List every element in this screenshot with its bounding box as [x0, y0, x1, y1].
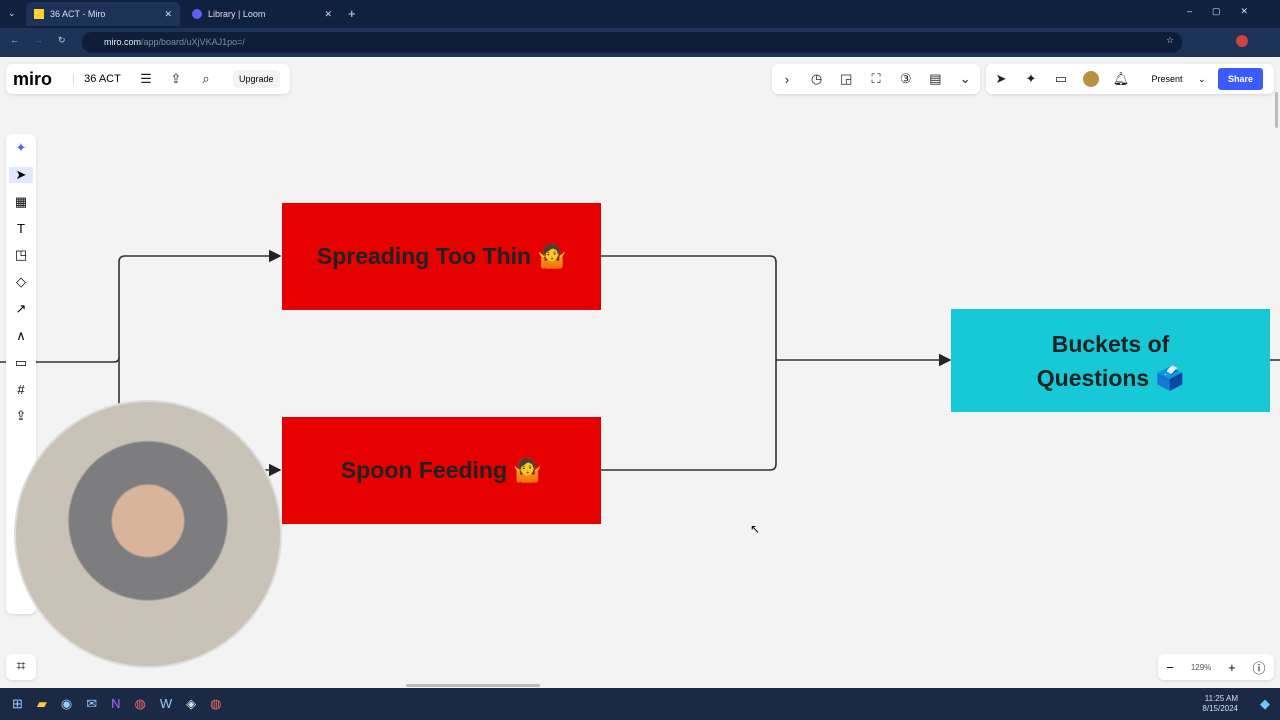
forward-icon[interactable]: →: [34, 35, 43, 45]
sticky-spoon-feeding[interactable]: Spoon Feeding 🤷: [282, 417, 601, 524]
top-left-toolbar: miro 36 ACT ☰ ⇪ ⌕ Upgrade: [6, 64, 290, 94]
board-name[interactable]: 36 ACT: [73, 73, 131, 85]
close-icon[interactable]: ✕: [164, 8, 172, 19]
comment-icon[interactable]: ▭: [14, 355, 28, 370]
frames-panel-button[interactable]: ⌗: [6, 654, 36, 680]
chevron-right-icon[interactable]: ›: [784, 71, 790, 87]
chevron-down-double-icon[interactable]: ⌄: [959, 71, 971, 86]
browser-tab-bar: ⌄ 36 ACT - Miro ✕ Library | Loom ✕ + –▢✕: [0, 0, 1280, 28]
frame-icon[interactable]: #: [17, 382, 25, 397]
mouse-cursor-icon: ↖: [750, 522, 761, 536]
back-icon[interactable]: ←: [10, 35, 19, 45]
word-icon[interactable]: W: [159, 696, 173, 711]
tab-miro[interactable]: 36 ACT - Miro ✕: [26, 2, 180, 26]
search-icon[interactable]: ⌕: [202, 71, 210, 86]
window-controls[interactable]: –▢✕: [1186, 6, 1268, 16]
file-explorer-icon[interactable]: ▰: [36, 696, 47, 711]
tab-loom[interactable]: Library | Loom ✕: [184, 2, 340, 26]
close-icon[interactable]: ✕: [324, 8, 332, 19]
start-icon[interactable]: ⊞: [12, 696, 23, 711]
celebrate-icon[interactable]: ✦: [1025, 71, 1037, 86]
url-input[interactable]: miro.com/app/board/uXjVKAJ1po=/: [82, 32, 1182, 53]
sticky-note-icon[interactable]: ◳: [14, 247, 28, 262]
zoom-level[interactable]: 129%: [1190, 662, 1212, 672]
url-path: /app/board/uXjVKAJ1po=/: [141, 37, 245, 47]
clock-date[interactable]: 8/15/2024: [1202, 704, 1238, 713]
focus-icon[interactable]: ⛶: [871, 71, 881, 86]
address-bar-row: ← → ↻ miro.com/app/board/uXjVKAJ1po=/ ☆: [0, 28, 1280, 57]
bookmark-icon[interactable]: ☆: [1166, 35, 1175, 45]
cursor-icon[interactable]: ➤: [995, 71, 1007, 86]
clock-time[interactable]: 11:25 AM: [1204, 694, 1238, 703]
comments-icon[interactable]: ▭: [1054, 71, 1068, 86]
zoom-in-icon[interactable]: +: [1228, 659, 1236, 675]
tab-label: 36 ACT - Miro: [50, 9, 106, 19]
pen-icon[interactable]: ∧: [16, 328, 26, 343]
timer-icon[interactable]: ◷: [810, 71, 823, 86]
sticky-spreading-too-thin[interactable]: Spreading Too Thin 🤷: [282, 203, 601, 310]
outlook-icon[interactable]: ✉: [86, 696, 98, 711]
miro-favicon-icon: [34, 9, 44, 19]
select-icon[interactable]: ➤: [9, 167, 33, 183]
counter-icon[interactable]: ③: [899, 71, 912, 86]
export-icon[interactable]: ⇪: [170, 71, 182, 86]
templates-icon[interactable]: ▦: [14, 194, 28, 209]
zoom-out-icon[interactable]: −: [1166, 659, 1174, 675]
zoom-controls: − 129% + ⓘ: [1158, 654, 1274, 680]
notes-icon[interactable]: ▤: [929, 71, 942, 86]
sticky-add-icon[interactable]: ◲: [840, 71, 853, 86]
help-icon[interactable]: ⓘ: [1252, 660, 1266, 676]
connector-line: [601, 255, 777, 471]
menu-icon[interactable]: ☰: [140, 71, 152, 86]
collab-toolbar: ➤ ✦ ▭ 🔔︎ Present ⌄ Share: [986, 64, 1274, 94]
copilot-icon[interactable]: ◆: [1260, 696, 1270, 711]
board-tools-toolbar: › ◷ ◲ ⛶ ③ ▤ ⌄: [772, 64, 980, 94]
present-button[interactable]: Present: [1151, 74, 1183, 84]
chrome-icon[interactable]: ◍: [134, 696, 146, 711]
sticky-buckets-of-questions[interactable]: Buckets of Questions 🗳️: [951, 309, 1270, 412]
onenote-icon[interactable]: N: [111, 696, 121, 711]
profile-avatar[interactable]: [1236, 35, 1248, 47]
present-dropdown-icon[interactable]: ⌄: [1198, 73, 1206, 84]
line-icon[interactable]: ↗: [15, 301, 27, 316]
horizontal-scrollbar[interactable]: [406, 684, 540, 687]
reload-icon[interactable]: ↻: [58, 35, 66, 45]
upload-icon[interactable]: ⇪: [15, 408, 27, 423]
bell-icon[interactable]: 🔔︎: [1112, 71, 1130, 86]
frames-icon: ⌗: [16, 658, 26, 675]
new-tab-icon[interactable]: +: [348, 6, 356, 21]
vertical-scrollbar[interactable]: [1275, 92, 1278, 128]
tab-label: Library | Loom: [208, 9, 266, 19]
ai-sparkle-icon[interactable]: ✦: [15, 140, 27, 155]
shapes-icon[interactable]: ◇: [16, 274, 26, 289]
url-host: miro.com: [104, 37, 142, 47]
webcam-overlay: [14, 400, 282, 668]
loom-favicon-icon: [192, 9, 202, 19]
upgrade-button[interactable]: Upgrade: [233, 70, 280, 88]
text-icon[interactable]: T: [17, 221, 25, 236]
app-icon[interactable]: ◈: [186, 696, 197, 711]
chrome-active-icon[interactable]: ◍: [210, 696, 222, 711]
share-button[interactable]: Share: [1218, 68, 1264, 90]
tab-list-icon[interactable]: ⌄: [8, 8, 16, 18]
connector-line: [0, 249, 282, 363]
windows-taskbar: ⊞ ▰ ◉ ✉ N ◍ W ◈ ◍ 11:25 AM 8/15/2024 ◆: [0, 688, 1280, 720]
user-avatar[interactable]: [1083, 71, 1099, 87]
miro-logo[interactable]: miro: [13, 68, 53, 89]
edge-icon[interactable]: ◉: [60, 696, 73, 711]
